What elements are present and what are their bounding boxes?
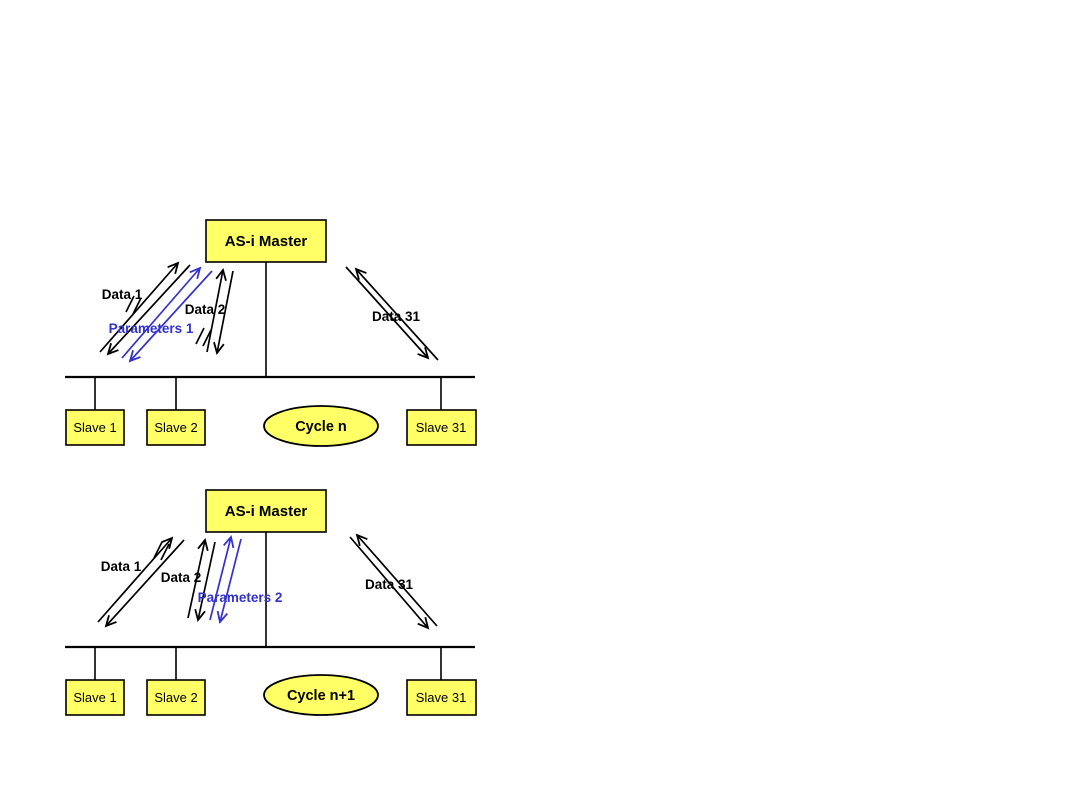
data31-up-arrow	[357, 535, 438, 627]
cycle-label: Cycle n	[295, 419, 347, 435]
data1-down-arrow	[108, 264, 191, 354]
data2-label: Data 2	[161, 570, 202, 585]
master-label: AS-i Master	[225, 503, 308, 520]
cycle-ellipse	[263, 674, 379, 716]
parameters2-down-arrow	[220, 538, 242, 622]
data2-up-arrow	[187, 540, 205, 619]
diagram-cycle-n-plus-1: AS-i Master Slave 1 Slave 2 Slave 31 Cyc…	[65, 489, 477, 716]
break-mark	[125, 295, 135, 313]
data2-down-arrow	[198, 541, 216, 620]
break-mark	[160, 543, 170, 561]
slave-node	[406, 679, 477, 716]
slave-node	[146, 679, 206, 716]
data2-down-arrow	[217, 270, 234, 353]
diagram-cycle-n: AS-i Master Slave 1 Slave 2 Slave 31 Cyc…	[65, 219, 477, 447]
slave-label: Slave 1	[73, 420, 116, 435]
master-node	[205, 219, 327, 263]
data31-label: Data 31	[365, 577, 414, 592]
slave-label: Slave 1	[73, 690, 116, 705]
master-node	[205, 489, 327, 533]
break-mark	[202, 329, 212, 347]
slave-label: Slave 31	[416, 420, 467, 435]
slave-label: Slave 2	[154, 420, 197, 435]
data31-down-arrow	[349, 536, 428, 628]
cycle-label: Cycle n+1	[287, 688, 355, 704]
slave-label: Slave 31	[416, 690, 467, 705]
break-mark	[195, 327, 205, 345]
slave-node	[65, 409, 125, 446]
parameters2-up-arrow	[209, 537, 231, 621]
data1-down-arrow	[106, 539, 185, 626]
data1-label: Data 1	[102, 287, 143, 302]
data31-label: Data 31	[372, 309, 421, 324]
master-label: AS-i Master	[225, 233, 308, 250]
parameters1-up-arrow	[121, 268, 200, 359]
slave-label: Slave 2	[154, 690, 197, 705]
slave-node	[146, 409, 206, 446]
slave-node	[406, 409, 477, 446]
parameters1-down-arrow	[130, 270, 213, 361]
data1-up-arrow	[99, 263, 178, 353]
parameters2-label: Parameters 2	[198, 590, 283, 605]
data31-down-arrow	[345, 266, 428, 358]
data31-up-arrow	[356, 269, 439, 361]
parameters1-label: Parameters 1	[109, 321, 194, 336]
slave-node	[65, 679, 125, 716]
data1-up-arrow	[97, 538, 172, 623]
data2-label: Data 2	[185, 302, 226, 317]
data2-up-arrow	[206, 270, 223, 353]
cycle-ellipse	[263, 405, 379, 447]
break-mark	[132, 297, 142, 315]
data1-label: Data 1	[101, 559, 142, 574]
break-mark	[153, 541, 163, 559]
